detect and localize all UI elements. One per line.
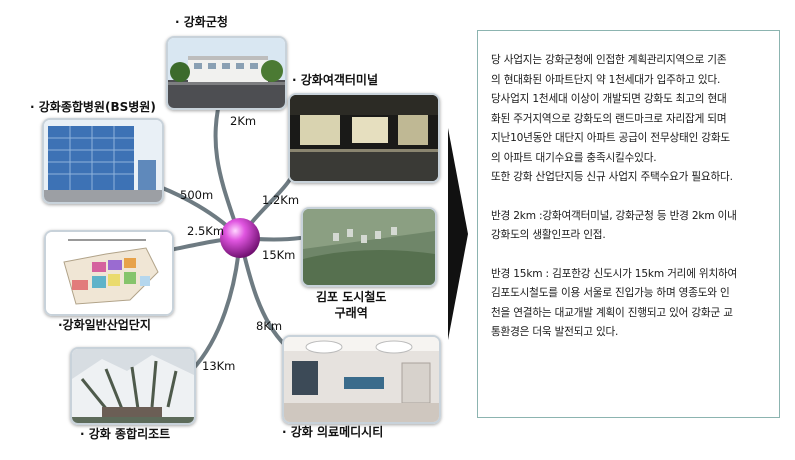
label-gurae-line2: 구래역 bbox=[334, 306, 368, 320]
text-line: 지난10년동안 대단지 아파트 공급이 전무상태인 강화도 bbox=[491, 132, 730, 144]
text-line: 강화도의 생활인프라 인접. bbox=[491, 229, 606, 241]
label-gurae-line1: 김포 도시철도 bbox=[316, 290, 387, 304]
text-line: 김포도시철도를 이용 서울로 진입가능 하며 영종도와 인 bbox=[491, 287, 730, 299]
arrow-shape bbox=[448, 128, 468, 340]
text-line: 또한 강화 산업단지등 신규 사업지 주택수요가 필요하다. bbox=[491, 171, 733, 183]
label-terminal: · 강화여객터미널 bbox=[292, 73, 379, 87]
distance-industrial: 2.5Km bbox=[187, 224, 225, 238]
text-line: 반경 15km : 김포한강 신도시가 15km 거리에 위치하여 bbox=[491, 267, 738, 280]
gunchung-photo bbox=[166, 36, 287, 110]
paragraph-radius-2km: 반경 2km :강화여객터미널, 강화군청 등 반경 2km 이내 강화도의 생… bbox=[491, 207, 771, 246]
medicity-photo bbox=[282, 335, 441, 424]
label-hospital: · 강화종합병원(BS병원) bbox=[30, 100, 156, 114]
text-line: 당 사업지는 강화군청에 인접한 계획관리지역으로 기존 bbox=[491, 54, 727, 66]
resort-photo bbox=[70, 347, 196, 425]
text-line: 의 아파트 대기수요를 충족시킬수있다. bbox=[491, 151, 657, 164]
distance-hospital: 500m bbox=[180, 188, 214, 202]
terminal-photo bbox=[288, 93, 440, 183]
text-line: 의 현대화된 아파트단지 약 1천세대가 입주하고 있다. bbox=[491, 73, 721, 86]
label-resort: · 강화 종합리조트 bbox=[80, 427, 171, 441]
text-line: 반경 2km :강화여객터미널, 강화군청 등 반경 2km 이내 bbox=[491, 209, 737, 222]
label-gunchung: · 강화군청 bbox=[175, 15, 228, 29]
label-industrial: ·강화일반산업단지 bbox=[58, 318, 151, 332]
hub-circle bbox=[220, 218, 260, 258]
line-to-resort bbox=[190, 236, 242, 372]
text-line: 천을 연결하는 대교개발 계획이 진행되고 있어 강화군 교 bbox=[491, 306, 733, 319]
distance-medicity: 8Km bbox=[256, 319, 283, 333]
paragraph-radius-15km: 반경 15km : 김포한강 신도시가 15km 거리에 위치하여 김포도시철도… bbox=[491, 265, 771, 343]
description-box: 당 사업지는 강화군청에 인접한 계획관리지역으로 기존 의 현대화된 아파트단… bbox=[477, 30, 780, 418]
industrial-photo bbox=[44, 230, 174, 316]
distance-terminal: 1.2Km bbox=[262, 193, 300, 207]
label-gurae: 김포 도시철도 구래역 bbox=[316, 289, 386, 321]
distance-resort: 13Km bbox=[202, 359, 236, 373]
distance-gunchung: 2Km bbox=[230, 114, 257, 128]
text-line: 통환경은 더욱 발전되고 있다. bbox=[491, 326, 619, 338]
label-medicity: · 강화 의료메디시티 bbox=[282, 425, 384, 439]
distance-gurae: 15Km bbox=[262, 248, 296, 262]
paragraph-overview: 당 사업지는 강화군청에 인접한 계획관리지역으로 기존 의 현대화된 아파트단… bbox=[491, 51, 771, 188]
gurae-photo bbox=[301, 207, 437, 287]
hospital-photo bbox=[42, 118, 164, 204]
text-line: 화된 주거지역으로 강화도의 랜드마크로 자리잡게 되며 bbox=[491, 112, 727, 125]
text-line: 당사업지 1천세대 이상이 개발되면 강화도 최고의 현대 bbox=[491, 93, 727, 105]
